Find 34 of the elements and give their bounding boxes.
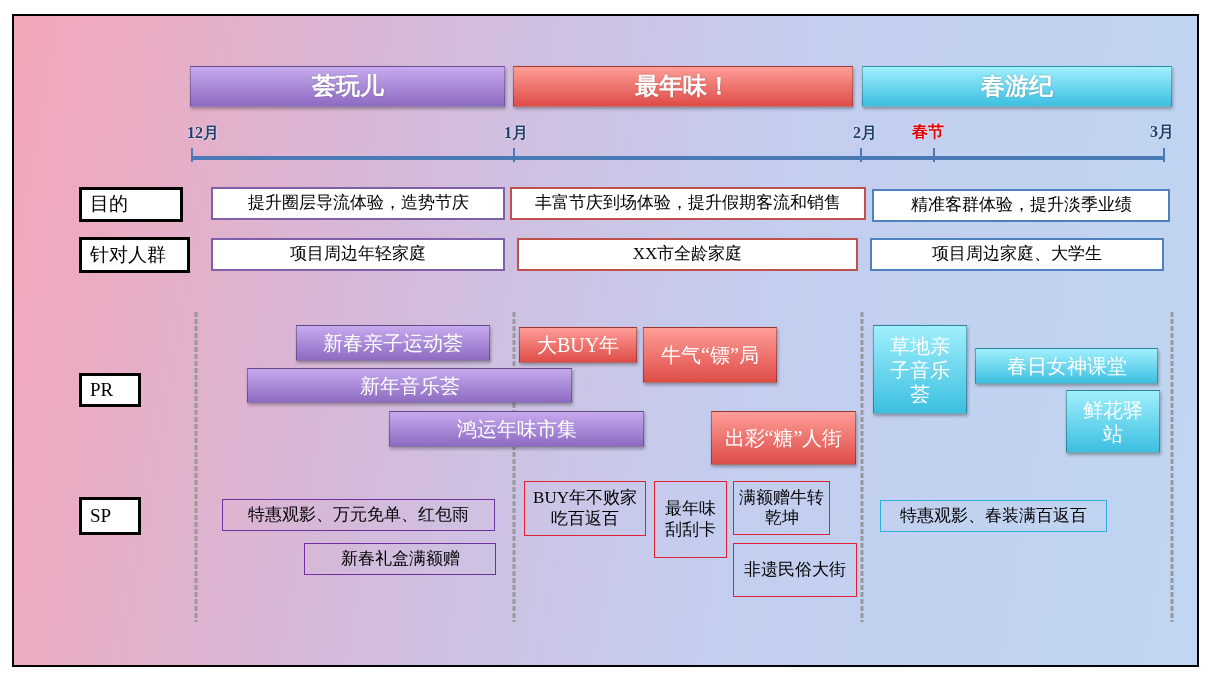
row-label: PR xyxy=(79,373,141,407)
info-box: XX市全龄家庭 xyxy=(517,238,858,271)
activity-bar: 牛气“镖”局 xyxy=(643,327,777,383)
promotion-box: 特惠观影、万元免单、红包雨 xyxy=(222,499,495,531)
activity-bar: 鸿运年味市集 xyxy=(389,411,644,447)
info-box: 项目周边家庭、大学生 xyxy=(870,238,1164,271)
info-box: 提升圈层导流体验，造势节庆 xyxy=(211,187,505,220)
row-label: SP xyxy=(79,497,141,535)
info-box: 项目周边年轻家庭 xyxy=(211,238,505,271)
phase-banner: 荟玩儿 xyxy=(190,66,505,107)
activity-bar: 出彩“糖”人街 xyxy=(711,411,856,465)
month-label: 3月 xyxy=(1150,122,1174,142)
promotion-box: BUY年不败家吃百返百 xyxy=(524,481,646,536)
activity-bar: 大BUY年 xyxy=(519,327,637,363)
month-label: 2月 xyxy=(853,123,877,143)
activity-bar: 新春亲子运动荟 xyxy=(296,325,490,361)
phase-banner: 春游纪 xyxy=(862,66,1172,107)
promotion-box: 非遗民俗大街 xyxy=(733,543,857,597)
festival-label: 春节 xyxy=(912,122,944,142)
info-box: 精准客群体验，提升淡季业绩 xyxy=(872,189,1170,222)
activity-bar: 草地亲子音乐荟 xyxy=(873,325,967,414)
row-label: 针对人群 xyxy=(79,237,190,273)
promotion-box: 满额赠牛转乾坤 xyxy=(733,481,830,535)
month-label: 1月 xyxy=(504,123,528,143)
activity-bar: 鲜花驿站 xyxy=(1066,390,1160,453)
info-box: 丰富节庆到场体验，提升假期客流和销售 xyxy=(510,187,866,220)
row-label: 目的 xyxy=(79,187,183,222)
promotion-box: 最年味刮刮卡 xyxy=(654,481,727,558)
month-label: 12月 xyxy=(187,123,219,143)
phase-banner: 最年味！ xyxy=(513,66,853,107)
activity-bar: 新年音乐荟 xyxy=(247,368,572,403)
promotion-box: 特惠观影、春装满百返百 xyxy=(880,500,1107,532)
activity-bar: 春日女神课堂 xyxy=(975,348,1158,384)
promotion-box: 新春礼盒满额赠 xyxy=(304,543,496,575)
